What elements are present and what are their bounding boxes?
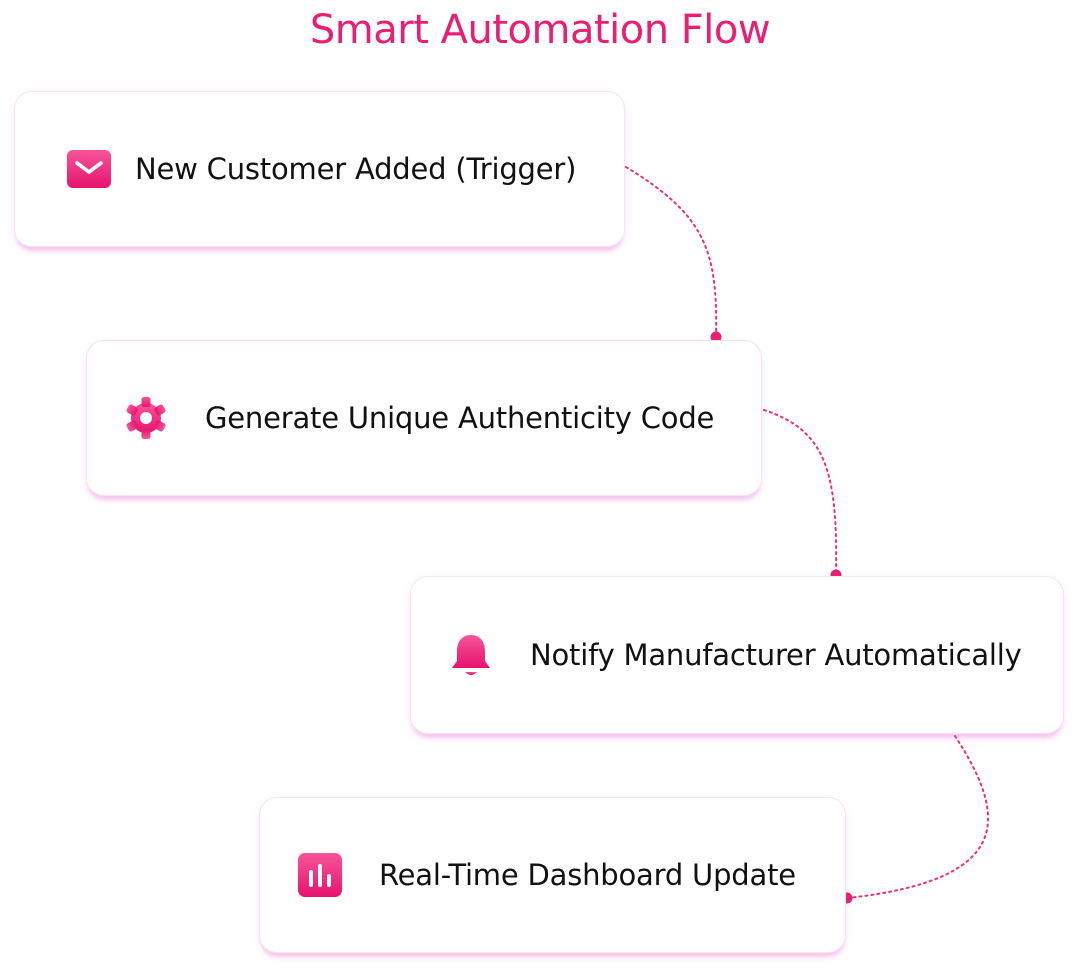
diagram-title: Smart Automation Flow	[309, 7, 771, 53]
step-label: Generate Unique Authenticity Code	[205, 401, 715, 435]
step-card-dashboard-update[interactable]: Real-Time Dashboard Update	[259, 797, 846, 953]
connector-2-3	[763, 409, 838, 575]
connector-1-2	[625, 166, 718, 338]
bell-icon	[447, 631, 495, 679]
step-label: Real-Time Dashboard Update	[379, 858, 796, 892]
bar-chart-icon	[296, 851, 344, 899]
step-card-notify-manufacturer[interactable]: Notify Manufacturer Automatically	[410, 576, 1064, 734]
step-label: Notify Manufacturer Automatically	[530, 638, 1022, 672]
step-card-generate-code[interactable]: Generate Unique Authenticity Code	[86, 340, 762, 496]
step-card-new-customer[interactable]: New Customer Added (Trigger)	[14, 91, 625, 247]
connector-3-4	[847, 735, 989, 899]
mail-icon	[65, 145, 113, 193]
gear-icon	[122, 394, 170, 442]
step-label: New Customer Added (Trigger)	[135, 152, 577, 186]
